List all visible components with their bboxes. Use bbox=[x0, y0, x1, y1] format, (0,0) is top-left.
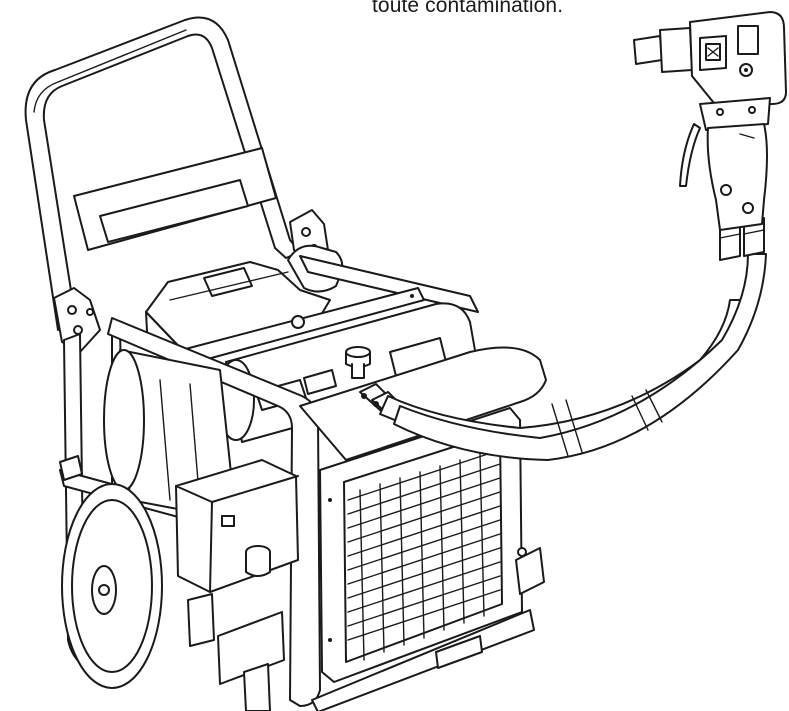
hinge-bracket-left bbox=[53, 287, 101, 353]
side-bracket bbox=[515, 547, 545, 595]
junction-box bbox=[175, 459, 299, 593]
base-skid bbox=[187, 593, 483, 711]
breather-cap bbox=[245, 545, 271, 577]
front-frame-right bbox=[107, 317, 547, 711]
caption-text: toute contamination. bbox=[372, 0, 564, 17]
cooler-box bbox=[319, 407, 527, 683]
grille-hatch bbox=[347, 449, 501, 661]
push-handle-frame bbox=[24, 16, 301, 331]
wheel bbox=[61, 483, 163, 689]
hydraulic-hoses bbox=[379, 217, 767, 461]
hydraulic-tool bbox=[633, 11, 787, 231]
filler-cap bbox=[345, 346, 371, 379]
